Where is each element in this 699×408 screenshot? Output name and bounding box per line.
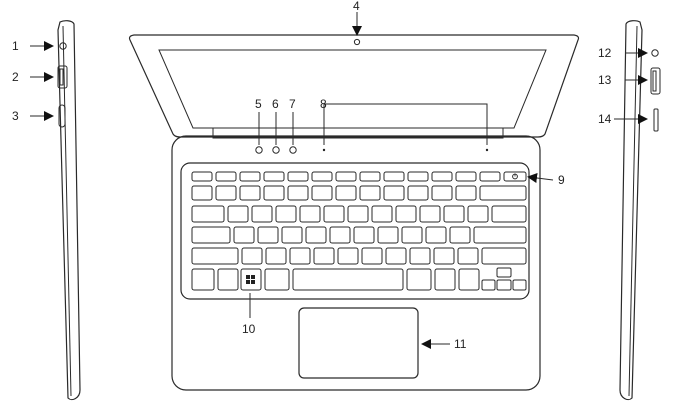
callout-2: 2 xyxy=(12,70,19,84)
callout-9: 9 xyxy=(558,173,565,187)
windows-logo-icon xyxy=(246,275,255,284)
callout-12: 12 xyxy=(598,46,612,60)
callout-6: 6 xyxy=(272,97,279,111)
laptop-lid xyxy=(128,34,580,139)
indicator-7 xyxy=(289,146,297,154)
left-usb-port-inner xyxy=(59,68,64,86)
left-micro-port xyxy=(58,104,66,128)
callout-14: 14 xyxy=(598,112,612,126)
callout-11: 11 xyxy=(454,337,467,351)
arrow-down-key xyxy=(496,279,512,291)
spacebar xyxy=(292,268,404,291)
power-icon xyxy=(512,173,518,180)
laptop-base xyxy=(171,135,541,391)
windows-key xyxy=(240,268,262,291)
right-usb-port-inner xyxy=(652,70,657,92)
indicator-5 xyxy=(255,146,263,154)
right-usb-port xyxy=(650,67,661,95)
callout-1: 1 xyxy=(12,39,19,53)
right-side-view xyxy=(619,20,661,401)
arrow-up-key xyxy=(496,267,512,278)
microphone-right xyxy=(485,148,489,152)
touchpad xyxy=(298,307,419,379)
arrow-right-key xyxy=(512,279,527,291)
arrow-left-key xyxy=(481,279,496,291)
callout-7: 7 xyxy=(289,97,296,111)
callout-5: 5 xyxy=(255,97,262,111)
indicator-6 xyxy=(272,146,280,154)
callout-labels: 1 2 3 4 5 6 7 8 9 10 11 12 13 14 xyxy=(12,0,612,351)
callout-8: 8 xyxy=(320,97,327,111)
callout-10: 10 xyxy=(242,322,256,336)
microphone-left xyxy=(322,148,326,152)
callout-13: 13 xyxy=(598,73,612,87)
keyboard xyxy=(180,162,530,300)
leader-lines xyxy=(30,12,648,349)
hinge xyxy=(212,127,504,139)
right-audio-jack xyxy=(651,49,659,57)
callout-3: 3 xyxy=(12,109,19,123)
callout-4: 4 xyxy=(353,0,360,13)
right-card-slot xyxy=(653,108,659,132)
left-side-view xyxy=(57,20,81,401)
left-audio-jack xyxy=(59,42,67,50)
left-usb-port xyxy=(57,65,68,89)
webcam xyxy=(353,38,361,46)
